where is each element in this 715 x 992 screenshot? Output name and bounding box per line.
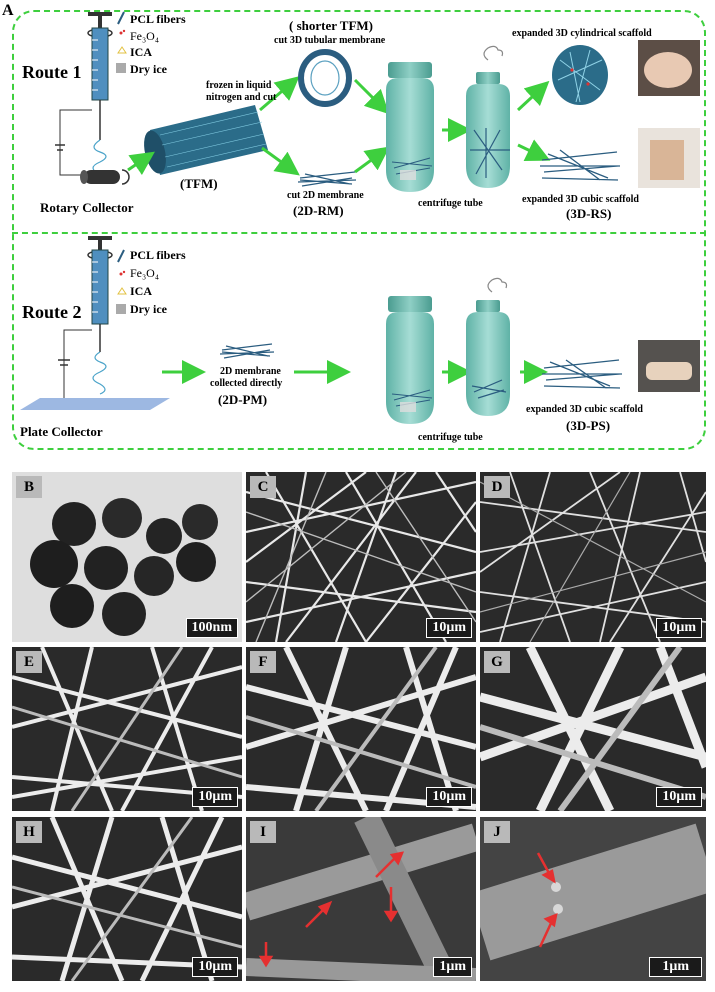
sem-image-d: D 10μm [480,472,706,642]
rotary-collector-icon [80,169,130,185]
process-diagram-graphics [20,11,700,424]
shorter-tfm-label: ( shorter TFM) [289,18,373,33]
panel-label-g: G [484,651,510,673]
legend-pcl-fibers: PCL fibers [130,12,186,26]
scale-bar-g: 10μm [656,787,702,807]
centrifuge-tube-2 [466,45,510,188]
sem-image-e: E 10μm [12,647,242,811]
sem-image-h: H 10μm [12,817,242,981]
panel-label-d: D [484,476,510,498]
scale-bar-e: 10μm [192,787,238,807]
cubic-scaffold-photo-route2 [638,340,700,392]
syringe-icon-route1 [87,12,113,140]
cubic-scaffold-icon-route2 [542,359,622,389]
panel-label-b: B [16,476,42,498]
frozen-text-line2: nitrogen and cut [206,92,277,103]
centrifuge-label-route2: centrifuge tube [418,432,483,443]
membrane-text-line1: 2D membrane [220,366,281,377]
plate-collector-icon [20,398,170,410]
rotary-collector-label: Rotary Collector [40,200,134,215]
syringe-icon-route2 [87,236,113,352]
panel-label-e: E [16,651,42,673]
rm-label: (2D-RM) [293,203,344,218]
flat-membrane-icon-route1 [297,171,357,187]
legend-ica-2: ICA [130,284,153,298]
legend-icons-route1 [116,11,127,73]
fiber-texture [246,472,476,642]
scale-bar-c: 10μm [426,618,472,638]
legend-dry-ice-2: Dry ice [130,302,167,316]
centrifuge-tube-1 [386,62,434,192]
tubular-membrane-icon [298,49,352,107]
rs-label: (3D-RS) [566,206,612,221]
sem-image-j: J 1μm [480,817,706,981]
cut-tubular-label: cut 3D tubular membrane [274,35,386,46]
ps-label: (3D-PS) [566,418,611,433]
scale-bar-d: 10μm [656,618,702,638]
jet-spiral-route2 [92,351,107,395]
cubic-scaffold-icon-route1 [540,149,620,181]
panel-a-label: A [2,2,14,19]
cubic-scaffold-photo-route1 [638,128,700,188]
sem-image-c: C 10μm [246,472,476,642]
process-diagram-panel [12,10,706,450]
sem-image-i: I 1μm [246,817,476,981]
route2-title: Route 2 [22,302,82,322]
legend-ica: ICA [130,45,153,59]
plate-collector-label: Plate Collector [20,424,103,439]
expanded-cubic-label-route1: expanded 3D cubic scaffold [522,194,639,205]
centrifuge-tube-3 [386,296,434,424]
expanded-cylindrical-label: expanded 3D cylindrical scaffold [512,28,652,39]
scale-bar-b: 100nm [185,618,238,638]
legend-icons-route2 [116,249,127,314]
centrifuge-label-route1: centrifuge tube [418,198,483,209]
legend-dry-ice: Dry ice [130,62,167,76]
flat-membrane-icon-route2 [219,343,275,359]
sem-image-f: F 10μm [246,647,476,811]
pm-label: (2D-PM) [218,392,268,407]
panel-label-f: F [250,651,276,673]
legend-fe3o4: Fe₃O₄ [130,29,160,43]
cylindrical-scaffold-photo [638,40,700,96]
scale-bar-i: 1μm [433,957,472,977]
panel-label-j: J [484,821,510,843]
legend-pcl-fibers-2: PCL fibers [130,248,186,262]
cylindrical-scaffold-icon [552,45,608,105]
scale-bar-j: 1μm [649,957,702,977]
panel-label-h: H [16,821,42,843]
panel-label-i: I [250,821,276,843]
scale-bar-h: 10μm [192,957,238,977]
tfm-tube-icon [144,105,268,175]
sem-image-g: G 10μm [480,647,706,811]
scale-bar-f: 10μm [426,787,472,807]
tfm-label: (TFM) [180,176,218,191]
expanded-cubic-label-route2: expanded 3D cubic scaffold [526,404,643,415]
legend-fe3o4-2: Fe₃O₄ [130,266,160,280]
panel-label-c: C [250,476,276,498]
frozen-text-line1: frozen in liquid [206,80,272,91]
centrifuge-tube-4 [466,277,510,416]
route-divider [12,232,706,234]
tem-image-b: B 100nm [12,472,242,642]
cut-2d-label: cut 2D membrane [287,190,364,201]
route1-title: Route 1 [22,62,82,82]
membrane-text-line2: collected directly [210,378,283,389]
